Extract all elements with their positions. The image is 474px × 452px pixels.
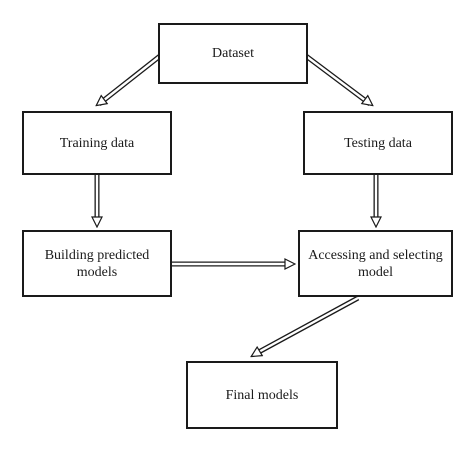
node-testing-data: Testing data — [303, 111, 453, 175]
node-testing-data-label: Testing data — [344, 135, 412, 151]
node-dataset: Dataset — [158, 23, 308, 84]
arrow-dataset-to-training — [97, 54, 162, 105]
node-training-data: Training data — [22, 111, 172, 175]
node-training-data-label: Training data — [59, 135, 135, 151]
node-final-models-label: Final models — [225, 387, 299, 403]
arrow-access-to-final — [252, 295, 360, 356]
node-building-models: Building predicted models — [22, 230, 172, 297]
node-accessing-selecting-model: Accessing and selecting model — [298, 230, 453, 297]
node-accessing-selecting-model-label: Accessing and selecting model — [308, 247, 443, 280]
node-dataset-label: Dataset — [212, 46, 254, 61]
node-final-models: Final models — [186, 361, 338, 429]
node-building-models-label: Building predicted models — [44, 247, 150, 280]
arrow-dataset-to-testing — [304, 54, 372, 105]
